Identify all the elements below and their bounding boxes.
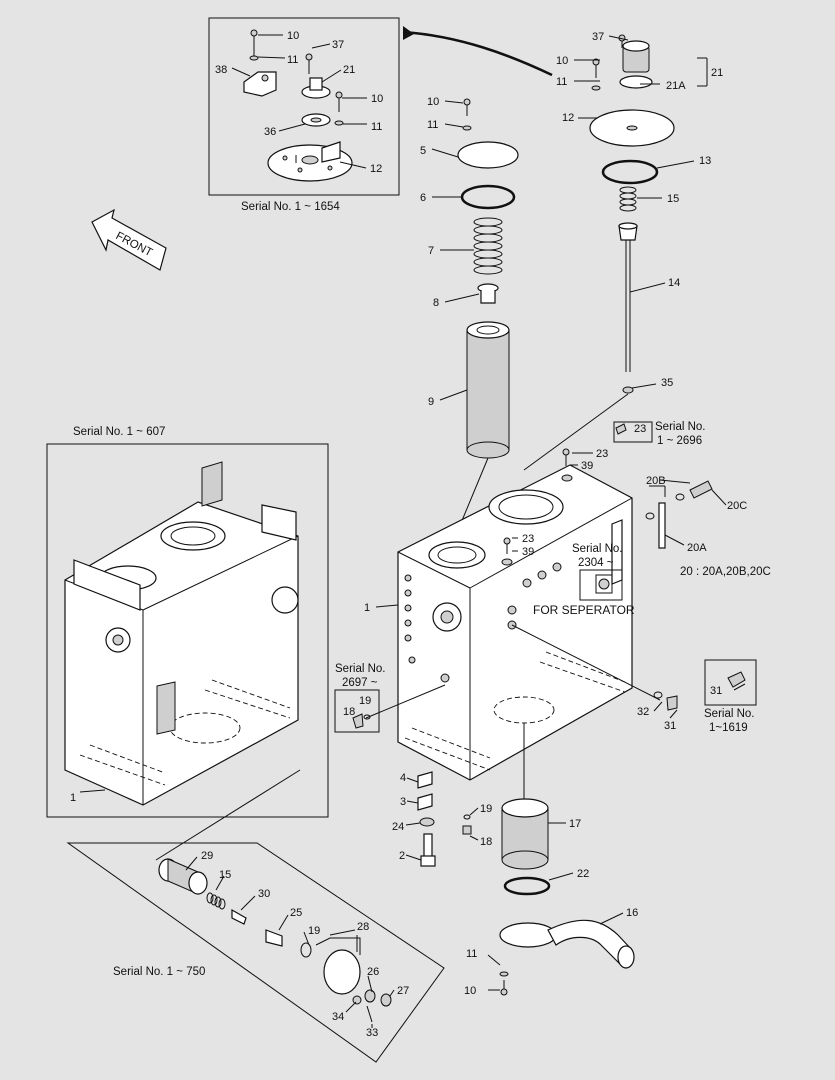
part-label: 20B [646, 475, 666, 487]
part-label: 36 [264, 126, 276, 138]
part-label: 11 [371, 121, 382, 133]
caption-serial-750: Serial No. 1 ~ 750 [113, 966, 205, 978]
part-label: 34 [332, 1011, 344, 1023]
part-label: 11 [287, 54, 298, 66]
part-label: 37 [592, 31, 604, 43]
caption-for-separator: FOR SEPERATOR [533, 603, 635, 617]
part-label: 38 [215, 64, 227, 76]
part-label: 28 [357, 921, 369, 933]
part-label: 23 [522, 533, 534, 545]
caption-note-20: 20 : 20A,20B,20C [680, 566, 771, 578]
front-direction-arrow [91, 208, 167, 271]
caption-serial-2304-line1: Serial No. [572, 543, 623, 555]
part-label: 23 [596, 448, 608, 460]
part-label: 4 [400, 772, 406, 784]
part-label: 1 [70, 792, 76, 804]
part-label: 9 [428, 396, 434, 408]
inset-box-separator [579, 569, 623, 601]
part-label: 19 [480, 803, 492, 815]
part-label: 39 [581, 460, 593, 472]
part-label: 22 [577, 868, 589, 880]
part-label: 21 [343, 64, 355, 76]
part-label: 17 [569, 818, 581, 830]
part-label: 15 [667, 193, 679, 205]
part-label: 26 [367, 966, 379, 978]
suction-assembly [499, 798, 635, 996]
filter-assembly [455, 98, 519, 536]
caption-serial-1619-line1: Serial No. [704, 708, 755, 720]
part-label: 35 [661, 377, 673, 389]
leader-lines [185, 34, 746, 1028]
part-label: 8 [433, 297, 439, 309]
part-label: 11 [466, 948, 477, 960]
detail-box-serial-1654 [208, 17, 400, 196]
inset-box-18-19 [334, 689, 380, 733]
part-label: 2 [399, 850, 405, 862]
caption-serial-1654: Serial No. 1 ~ 1654 [241, 201, 340, 213]
caption-serial-2696-line2: 1 ~ 2696 [657, 435, 702, 447]
part-label: 11 [556, 76, 567, 88]
inset-box-31 [704, 659, 757, 706]
inset-box-23 [613, 421, 653, 443]
part-label: 20C [727, 500, 747, 512]
part-label: 25 [290, 907, 302, 919]
part-label: 10 [427, 96, 439, 108]
bracket-21 [697, 57, 708, 87]
part-label: 3 [400, 796, 406, 808]
part-label: 32 [637, 706, 649, 718]
part-label: 39 [522, 546, 534, 558]
tank-variant-607 [46, 443, 329, 818]
part-label: 30 [258, 888, 270, 900]
part-label: 21A [666, 80, 686, 92]
part-label: 11 [427, 119, 438, 131]
part-label: 7 [428, 245, 434, 257]
part-label: 14 [668, 277, 680, 289]
main-tank [365, 464, 661, 810]
part-label: 27 [397, 985, 409, 997]
part-label: 21 [711, 67, 723, 79]
caption-serial-2304-line2: 2304 ~ [578, 557, 614, 569]
part-label: 33 [366, 1027, 378, 1039]
detail-box-serial-750 [66, 769, 445, 1063]
fasteners [352, 423, 678, 835]
part-label: 16 [626, 907, 638, 919]
bracket-28 [315, 937, 361, 955]
part-labels: 10 11 37 38 21 10 11 36 12 37 10 11 21 2… [70, 30, 747, 1039]
part-label: 12 [370, 163, 382, 175]
part-label: 29 [201, 850, 213, 862]
part-label: 15 [219, 869, 231, 881]
part-label: 10 [371, 93, 383, 105]
part-label: 31 [710, 685, 722, 697]
captions: Serial No. 1 ~ 1654 FRONT Serial No. 1 ~… [73, 201, 771, 978]
caption-serial-607: Serial No. 1 ~ 607 [73, 426, 165, 438]
part-label: 10 [287, 30, 299, 42]
breather-assembly [523, 34, 675, 471]
part-label: 10 [556, 55, 568, 67]
caption-serial-1619-line2: 1~1619 [709, 722, 748, 734]
part-label: 6 [420, 192, 426, 204]
caption-serial-2697-line1: Serial No. [335, 663, 386, 675]
part-label: 18 [480, 836, 492, 848]
part-label: 24 [392, 821, 404, 833]
caption-serial-2697-line2: 2697 ~ [342, 677, 378, 689]
part-label: 19 [359, 695, 371, 707]
part-label: 37 [332, 39, 344, 51]
part-label: 12 [562, 112, 574, 124]
part-label: 19 [308, 925, 320, 937]
part-label: 13 [699, 155, 711, 167]
bracket-20-parts [645, 480, 713, 549]
part-label: 10 [464, 985, 476, 997]
mount-bolts [417, 771, 436, 867]
part-label: 18 [343, 706, 355, 718]
part-label: 20A [687, 542, 707, 554]
part-label: 5 [420, 145, 426, 157]
caption-serial-2696-line1: Serial No. [655, 421, 706, 433]
part-label: 1 [364, 602, 370, 614]
part-label: 23 [634, 423, 646, 435]
part-label: 31 [664, 720, 676, 732]
